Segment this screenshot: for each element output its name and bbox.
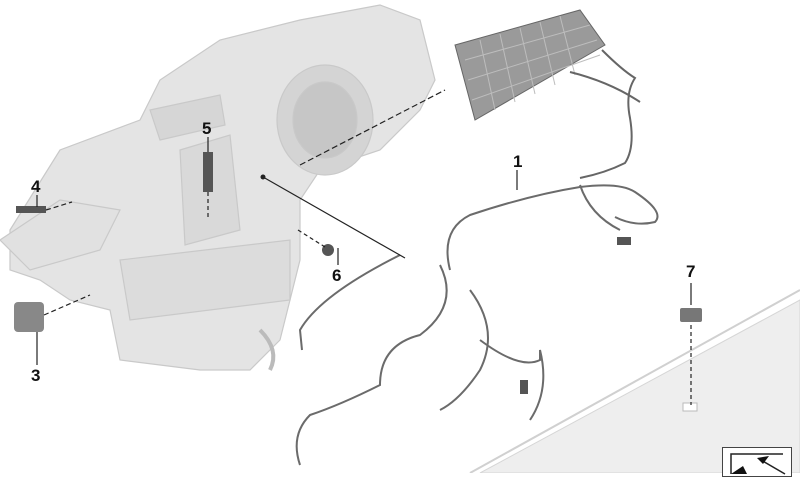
- cabin-filter: [454, 9, 641, 179]
- callout-1: 1: [513, 152, 523, 171]
- navigation-arrow-icon: [730, 453, 786, 475]
- cover-cap-part: [680, 308, 702, 322]
- small-parts: [14, 152, 334, 332]
- callout-3: 3: [31, 366, 41, 385]
- wiring-harness: [295, 184, 659, 466]
- callout-6: 6: [332, 266, 342, 285]
- floor-panel: [469, 289, 800, 473]
- leader-lines: [36, 89, 692, 405]
- callout-5: 5: [202, 119, 212, 138]
- callout-7: 7: [686, 262, 696, 281]
- callout-4: 4: [31, 177, 41, 196]
- hvac-housing: [0, 4, 436, 371]
